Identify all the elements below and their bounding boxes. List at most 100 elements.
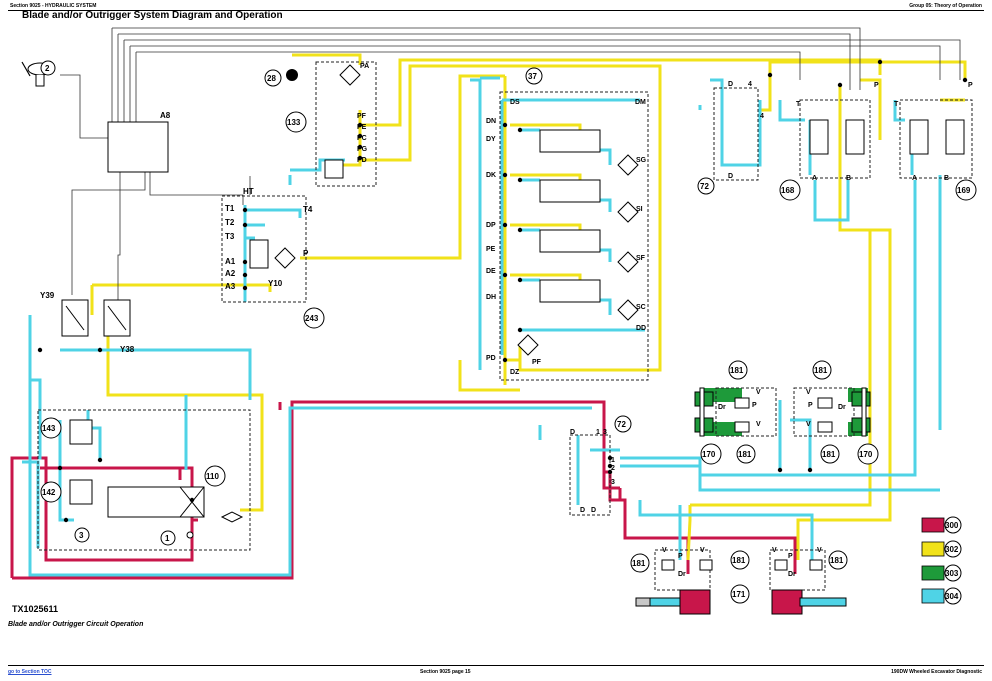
header-right: Group 05: Theory of Operation (909, 3, 982, 9)
label-t-169: T (894, 101, 899, 108)
label-4b: 4 (760, 113, 764, 120)
pilot-manifold-133: PA PF PE PC PG PD (324, 63, 369, 179)
label-a3: A3 (225, 282, 236, 291)
pilot-solenoid-y38: Y38 (103, 299, 135, 354)
label-v6: V (700, 547, 705, 554)
label-y38: Y38 (120, 345, 135, 354)
label-y39: Y39 (40, 291, 55, 300)
section-toc-link[interactable]: go to Section TOC (8, 669, 52, 675)
label-dk: DK (486, 172, 496, 179)
callout-181-d: 181 (822, 450, 836, 459)
label-dp: DP (486, 222, 496, 229)
callout-168: 168 (781, 186, 795, 195)
legend-swatch-303 (921, 565, 945, 581)
label-v7: V (772, 547, 777, 554)
component-boundaries (37, 61, 973, 591)
label-4a: 4 (748, 81, 752, 88)
label-dr5: Dr (678, 571, 686, 578)
label-d-72: D (728, 81, 733, 88)
label-pe-37: PE (486, 246, 496, 253)
label-pd-37: PD (486, 355, 496, 362)
label-v2: V (806, 389, 811, 396)
label-pg: PG (357, 146, 368, 153)
label-t2: T2 (225, 218, 235, 227)
label-p: P (303, 249, 309, 258)
label-2-low: 2 (611, 465, 615, 472)
label-dr1: Dr (718, 404, 726, 411)
label-pf: PF (357, 113, 367, 120)
label-d3-low: D (591, 507, 596, 514)
label-dn: DN (486, 118, 496, 125)
label-y10: Y10 (268, 279, 283, 288)
callout-181-e: 181 (632, 559, 646, 568)
label-de: DE (486, 268, 496, 275)
page-title: Blade and/or Outrigger System Diagram an… (22, 10, 283, 21)
manifold-72-lower: D 1 3 1 2 3 D D (570, 429, 615, 514)
header-rule (8, 10, 984, 11)
callout-171: 171 (732, 590, 746, 599)
callout-28: 28 (267, 74, 276, 83)
label-3-low: 3 (603, 429, 607, 436)
label-sc: SC (636, 304, 646, 311)
callout-170-left: 170 (702, 450, 716, 459)
footer-manual: 190DW Wheeled Excavator Diagnostic (891, 669, 982, 675)
junction-dots (37, 59, 968, 523)
legend-code-302: 302 (945, 545, 959, 554)
header-left: Section 9025 - HYDRAULIC SYSTEM (10, 3, 97, 9)
label-t-168: T (796, 101, 801, 108)
label-a1: A1 (225, 257, 236, 266)
label-dy: DY (486, 136, 496, 143)
callout-133: 133 (287, 118, 301, 127)
label-v8: V (817, 547, 822, 554)
legend-swatch-304 (921, 588, 945, 604)
legend-code-300: 300 (945, 521, 959, 530)
label-dr2: Dr (838, 404, 846, 411)
label-pf-37: PF (532, 359, 542, 366)
controller-a8: A8 (107, 111, 171, 173)
label-a-168: A (812, 175, 817, 182)
color-legend: 300 302 303 304 (921, 516, 962, 605)
label-dr6: Dr (788, 571, 796, 578)
label-b-169: B (944, 175, 949, 182)
label-1-low: 1 (596, 429, 600, 436)
label-ds: DS (510, 99, 520, 106)
valve-y10: Y10 HT T1 T2 T3 T4 A1 A2 A3 P (225, 187, 313, 291)
callout-181-f: 181 (732, 556, 746, 565)
return-lines (22, 76, 942, 577)
callout-2: 2 (45, 64, 50, 73)
label-3b-low: 3 (611, 479, 615, 486)
control-valve-110 (69, 419, 244, 539)
trapped-oil (702, 388, 868, 436)
callout-181-a: 181 (730, 366, 744, 375)
label-pc: PC (357, 135, 367, 142)
figure-id: TX1025611 (12, 604, 59, 614)
footer-rule (8, 665, 984, 666)
callout-143: 143 (42, 424, 56, 433)
label-p-168: P (874, 82, 879, 89)
legend-swatch-300 (921, 517, 945, 533)
callout-170-right: 170 (859, 450, 873, 459)
label-dm: DM (635, 99, 646, 106)
label-t4: T4 (303, 205, 313, 214)
label-pa: PA (360, 63, 369, 70)
callout-142: 142 (42, 488, 56, 497)
label-t3: T3 (225, 232, 235, 241)
label-si: SI (636, 206, 643, 213)
label-a2: A2 (225, 269, 236, 278)
label-sf: SF (636, 255, 646, 262)
callouts: 2 28 133 37 72 168 169 243 143 142 110 3… (40, 60, 977, 604)
label-p2: P (808, 402, 813, 409)
pilot-solenoid-y39: Y39 (40, 291, 89, 337)
figure-caption: Blade and/or Outrigger Circuit Operation (8, 621, 144, 628)
label-dh: DH (486, 294, 496, 301)
callout-1: 1 (165, 534, 170, 543)
accumulator-28 (286, 69, 298, 81)
legend-code-303: 303 (945, 569, 959, 578)
callout-37: 37 (528, 72, 537, 81)
outrigger-cylinders-171: V V V V P P Dr Dr (635, 547, 847, 615)
footer-page: Section 9025 page 15 (420, 669, 471, 675)
label-ht: HT (243, 187, 254, 196)
label-p1: P (752, 402, 757, 409)
electrical-wiring (60, 27, 961, 300)
